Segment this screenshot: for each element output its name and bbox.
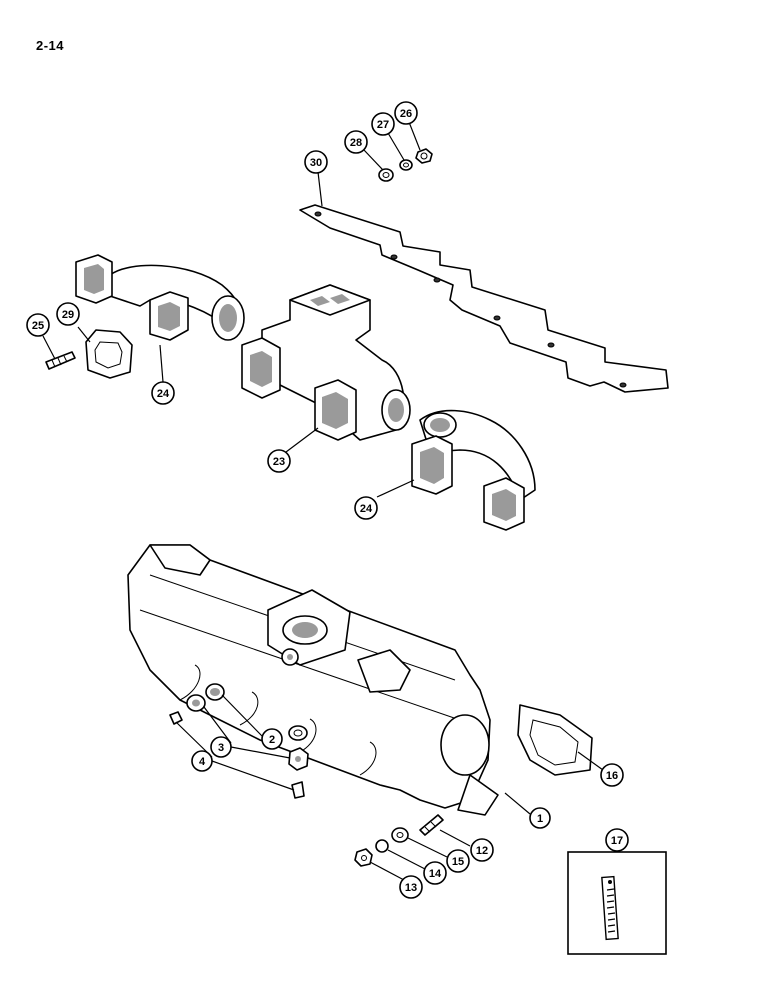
svg-text:1: 1 <box>537 813 543 825</box>
svg-text:12: 12 <box>476 845 488 857</box>
svg-text:27: 27 <box>377 119 389 131</box>
plug-3 <box>186 694 206 712</box>
svg-text:23: 23 <box>273 456 285 468</box>
svg-text:15: 15 <box>452 856 464 868</box>
callout-23: 23 <box>267 449 291 473</box>
callout-17: 17 <box>605 828 629 852</box>
svg-text:14: 14 <box>429 868 442 880</box>
svg-text:24: 24 <box>157 388 170 400</box>
center-manifold <box>241 284 411 441</box>
stud-25 <box>45 351 76 370</box>
lock-washer-14 <box>375 839 389 853</box>
callout-28: 28 <box>344 130 368 154</box>
callout-16: 16 <box>600 763 624 787</box>
callout-30: 30 <box>304 150 328 174</box>
callout-14: 14 <box>423 861 447 885</box>
callout-24-lower: 24 <box>354 496 378 520</box>
page-number: 2-14 <box>36 38 65 53</box>
svg-text:29: 29 <box>62 309 74 321</box>
callout-25: 25 <box>26 313 50 337</box>
exhaust-manifold <box>127 544 499 816</box>
svg-text:4: 4 <box>199 756 206 768</box>
callout-13: 13 <box>399 875 423 899</box>
callout-3: 3 <box>210 736 232 758</box>
heat-shield-bracket <box>299 204 669 393</box>
callout-12: 12 <box>470 838 494 862</box>
svg-text:28: 28 <box>350 137 362 149</box>
callout-2: 2 <box>261 728 283 750</box>
washer-28 <box>378 168 394 182</box>
nut-3b <box>288 747 309 771</box>
fitting-4 <box>169 711 183 725</box>
manifold-elbow-right <box>411 409 536 531</box>
svg-text:16: 16 <box>606 770 618 782</box>
callout-26: 26 <box>394 101 418 125</box>
nut-13 <box>354 848 373 867</box>
svg-text:30: 30 <box>310 157 322 169</box>
manifold-elbow-left <box>75 254 245 341</box>
callout-4: 4 <box>191 750 213 772</box>
callout-1: 1 <box>529 807 551 829</box>
svg-text:2: 2 <box>269 734 275 746</box>
leader-lines <box>42 121 618 881</box>
plug-2 <box>205 683 225 701</box>
gasket-29 <box>85 329 133 379</box>
svg-text:25: 25 <box>32 320 44 332</box>
washer-2b <box>288 725 308 741</box>
callout-29: 29 <box>56 302 80 326</box>
callout-24-upper: 24 <box>151 381 175 405</box>
nut-26 <box>415 148 433 164</box>
fitting-4b <box>291 781 305 799</box>
callout-27: 27 <box>371 112 395 136</box>
gasket-16 <box>517 704 593 776</box>
callout-15: 15 <box>446 849 470 873</box>
svg-text:26: 26 <box>400 108 412 120</box>
svg-text:3: 3 <box>218 742 224 754</box>
svg-text:24: 24 <box>360 503 373 515</box>
svg-text:17: 17 <box>611 835 623 847</box>
washer-15 <box>391 827 409 843</box>
svg-text:13: 13 <box>405 882 417 894</box>
decal-box <box>567 851 667 955</box>
lock-washer-27 <box>399 159 413 171</box>
stud-12 <box>419 814 444 836</box>
